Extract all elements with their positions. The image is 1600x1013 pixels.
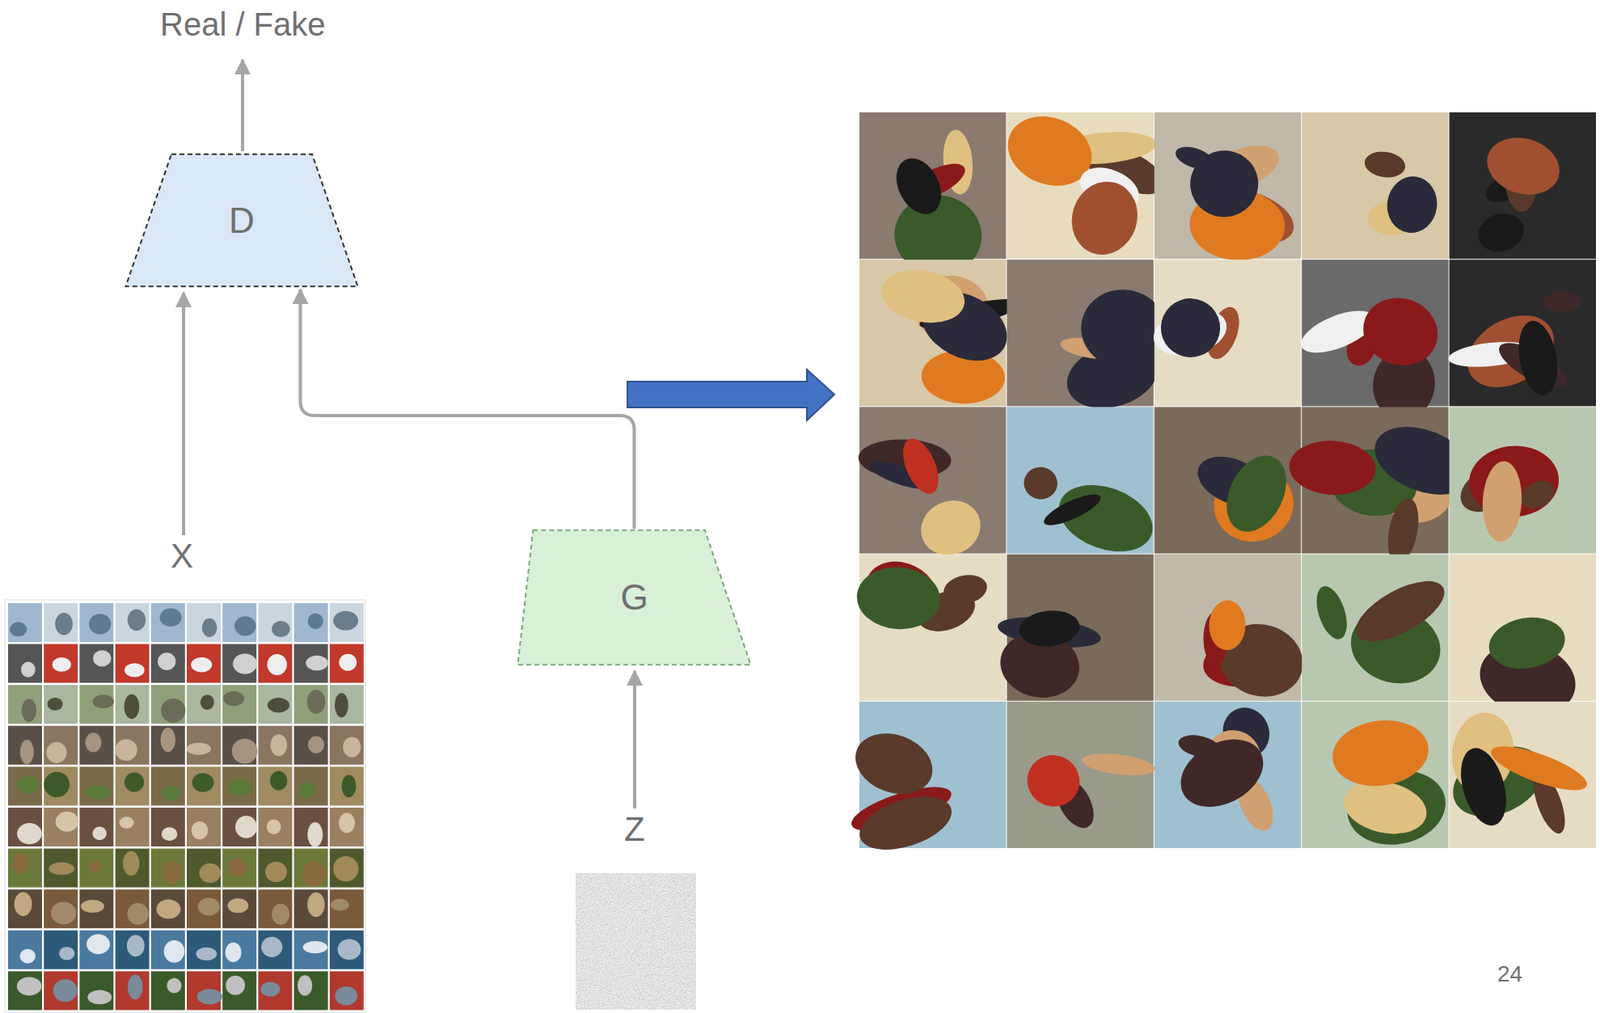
generator-box: G xyxy=(516,528,752,667)
node-label: G xyxy=(620,577,648,618)
dataset-grid xyxy=(4,599,366,1013)
generated-samples xyxy=(846,104,1596,860)
input-arrow xyxy=(181,292,186,536)
noise-arrow xyxy=(633,671,637,809)
output-label: Real / Fake xyxy=(156,6,330,43)
noise-image xyxy=(575,873,697,1010)
output-arrow xyxy=(240,59,245,152)
connector-arrow xyxy=(300,289,635,529)
discriminator-box: D xyxy=(124,152,359,288)
input-label: Z xyxy=(620,810,649,849)
node-label: D xyxy=(228,200,255,241)
page-number: 24 xyxy=(1494,961,1526,988)
input-label: X xyxy=(167,536,197,576)
block-arrow xyxy=(627,369,835,421)
